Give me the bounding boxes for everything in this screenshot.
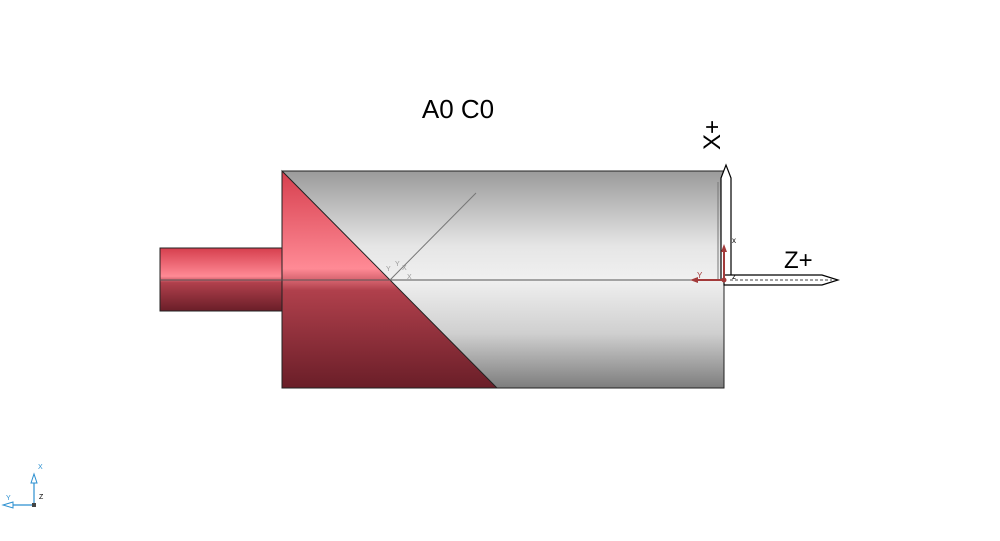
svg-text:X: X	[402, 265, 407, 272]
svg-text:Y: Y	[697, 271, 703, 280]
svg-text:Y: Y	[395, 261, 400, 268]
workpiece[interactable]	[159, 169, 725, 389]
z-plus-axis-arrow[interactable]: Z+	[723, 247, 841, 286]
svg-text:X: X	[407, 274, 412, 281]
z-plus-label: Z+	[784, 247, 813, 274]
feature-triad: Y Y X X	[386, 261, 412, 281]
svg-text:Y: Y	[386, 266, 391, 273]
orientation-label: A0 C0	[422, 94, 494, 124]
svg-text:X: X	[38, 464, 43, 471]
origin-triad: x Y z	[690, 236, 736, 283]
svg-text:Y: Y	[6, 495, 11, 502]
svg-text:Z: Z	[39, 494, 44, 501]
diagonal-construction-line	[389, 192, 477, 281]
x-plus-label: X+	[699, 120, 726, 150]
svg-text:z: z	[732, 272, 736, 281]
corner-orientation-triad: X Y Z	[1, 464, 44, 509]
svg-text:x: x	[732, 236, 736, 245]
